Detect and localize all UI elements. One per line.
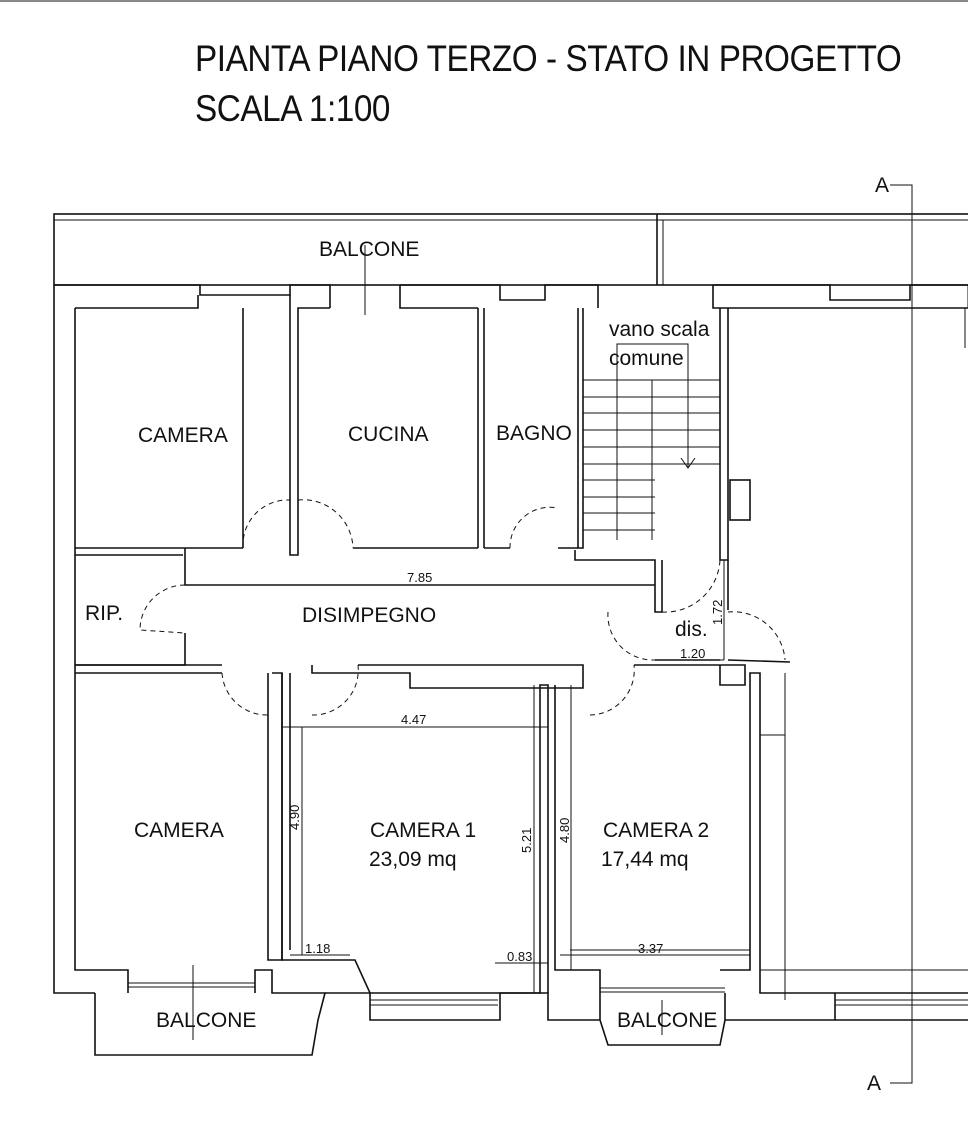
room-label-vano-scala: vano scala	[609, 318, 710, 341]
bottom-balconies	[94, 245, 968, 1056]
room-label-bagno: BAGNO	[496, 422, 572, 445]
plan-scale: SCALA 1:100	[195, 88, 391, 129]
dimension-camera1-offset-right: 0.83	[507, 949, 532, 964]
room-label-dis: dis.	[675, 618, 708, 641]
room-label-balcone-top: BALCONE	[319, 238, 419, 261]
room-area-camera1: 23,09 mq	[369, 848, 457, 871]
dimension-camera1-width: 4.47	[401, 712, 426, 727]
room-label-comune: comune	[609, 347, 684, 370]
room-label-balcone-bottom-left: BALCONE	[156, 1009, 256, 1032]
dimension-dis-width: 1.20	[680, 646, 705, 661]
dimension-camera1-right-height: 5.21	[519, 828, 534, 853]
dimension-disimpegno-length: 7.85	[407, 570, 432, 585]
dimension-camera2-width: 3.37	[638, 941, 663, 956]
windows	[128, 982, 968, 1006]
room-label-camera1: CAMERA 1	[370, 819, 476, 842]
door-swings	[139, 499, 791, 716]
room-label-camera2: CAMERA 2	[603, 819, 709, 842]
stair-down-arrow-icon	[680, 457, 696, 469]
room-label-camera-bottom: CAMERA	[134, 819, 224, 842]
dimension-camera1-offset-left: 1.18	[305, 941, 330, 956]
room-label-camera-top: CAMERA	[138, 424, 228, 447]
staircase	[583, 343, 720, 540]
room-label-cucina: CUCINA	[348, 423, 429, 446]
room-area-camera2: 17,44 mq	[601, 848, 689, 871]
top-balcony	[53, 213, 968, 286]
section-line	[890, 184, 913, 1084]
section-mark-bottom: A	[867, 1072, 881, 1095]
dimension-lines	[185, 560, 750, 993]
room-label-balcone-bottom-center: BALCONE	[617, 1009, 717, 1032]
room-label-disimpegno: DISIMPEGNO	[302, 604, 436, 627]
section-mark-top: A	[875, 174, 889, 197]
interior-walls	[75, 295, 968, 1000]
exterior-walls	[53, 284, 968, 994]
dimension-camera1-left-height: 4.90	[287, 805, 302, 830]
room-label-rip: RIP.	[85, 602, 123, 625]
dimension-camera2-height: 4.80	[557, 818, 572, 843]
dimension-dis-height: 1.72	[710, 600, 725, 625]
plan-title: PIANTA PIANO TERZO - STATO IN PROGETTO	[195, 38, 902, 79]
